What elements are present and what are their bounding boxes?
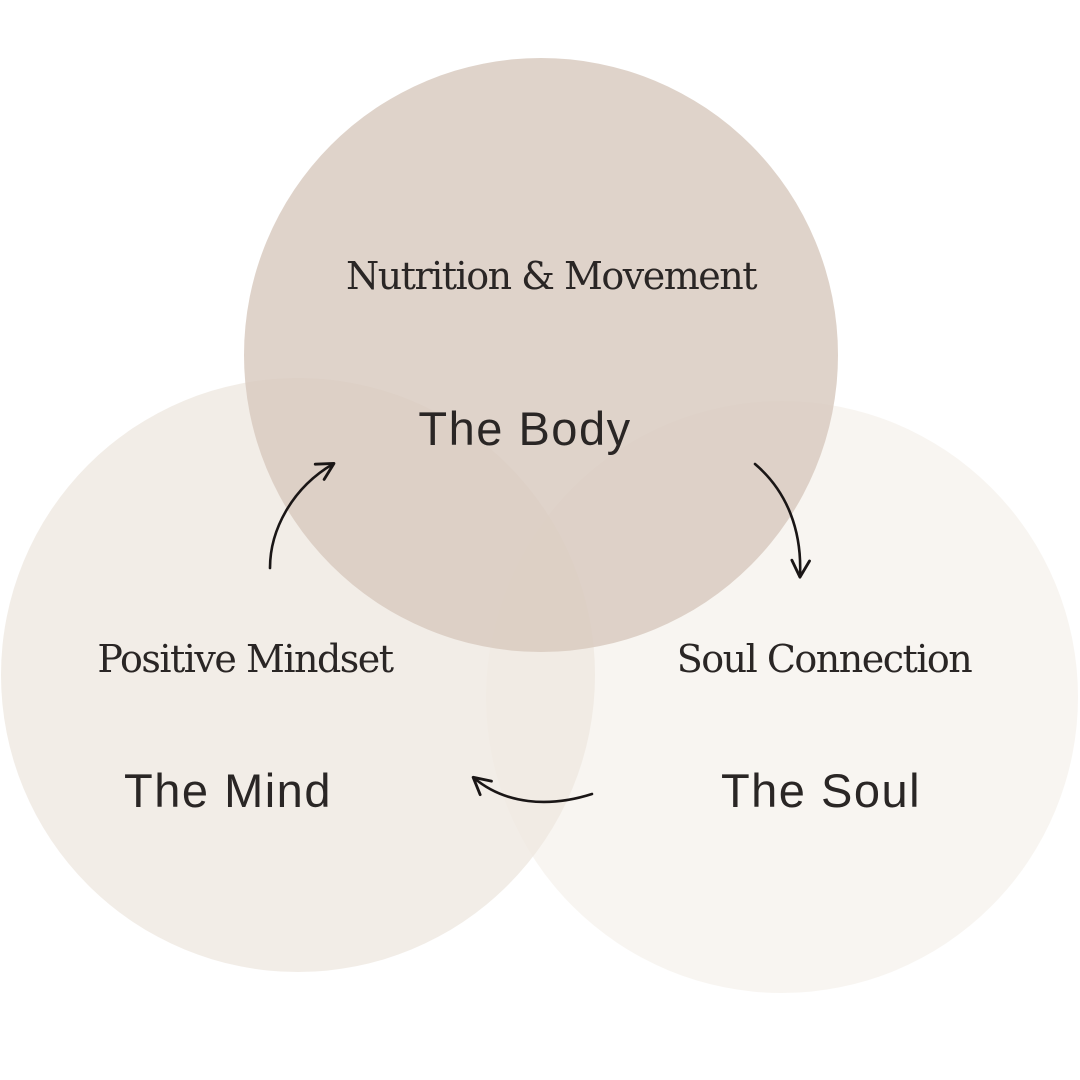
body-subtitle: Nutrition & Movement	[345, 254, 758, 298]
arrow-body-to-soul	[753, 462, 811, 579]
mind-subtitle: Positive Mindset	[97, 637, 394, 681]
arrow-soul-to-mind	[471, 775, 594, 804]
soul-title: The Soul	[720, 764, 922, 817]
arrow-mind-to-body	[268, 462, 336, 570]
body-circle	[244, 58, 838, 652]
soul-subtitle: Soul Connection	[676, 637, 973, 681]
body-title: The Body	[418, 402, 632, 455]
mind-title: The Mind	[124, 764, 332, 817]
